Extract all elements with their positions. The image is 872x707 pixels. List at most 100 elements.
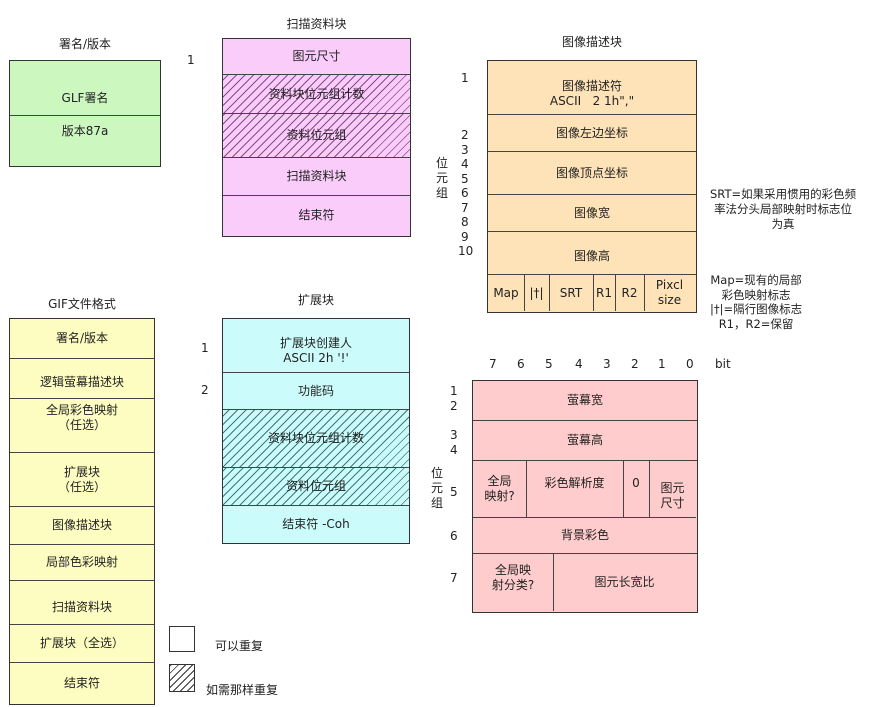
note-srt: SRT=如果采用惯用的彩色频 率法分头局部映射时标志位 为真 (710, 187, 857, 231)
screen-pixel-size: 图元 尺寸 (649, 461, 696, 518)
scan-row-pixel-size: 图元尺寸 (223, 39, 410, 75)
screen-byte-label: 位元组 (431, 466, 444, 510)
field-divider (526, 461, 527, 518)
signature-row: GLF署名 (10, 61, 160, 116)
screen-block: 萤幕宽 萤幕高 全局 映射? 彩色解析度 0 图元 尺寸 背景彩色 全局映 射分… (472, 380, 698, 613)
screen-global-map-sort: 全局映 射分类? (491, 562, 535, 592)
extension-byte-2: 2 (201, 383, 209, 397)
ext-row-creator: 扩展块创建人 ASCII 2h '!' (223, 319, 409, 373)
version-row: 版本87a (61, 123, 109, 138)
signature-block: GLF署名 版本87a (9, 60, 161, 167)
image-desc-row-left: 图像左边坐标 (488, 115, 696, 152)
screen-byte-4: 4 (450, 443, 458, 457)
field-map: Map (493, 285, 519, 300)
image-desc-byte-6: 6 (461, 186, 469, 200)
field-srt: SRT (559, 285, 583, 300)
signature-title: 署名/版本 (58, 37, 112, 51)
screen-byte-1: 1 (450, 384, 458, 398)
image-desc-byte-3: 3 (461, 143, 469, 157)
image-desc-byte-10: 10 (458, 244, 474, 258)
legend-repeat-as-needed-label: 如需那样重复 (206, 683, 279, 697)
scan-row-scan-block: 扫描资料块 (223, 158, 410, 196)
scan-row-terminator: 结束符 (298, 208, 335, 222)
image-desc-row-descriptor: 图像描述符 ASCII 2 1h"," (488, 61, 696, 115)
image-desc-title: 图像描述块 (561, 35, 622, 49)
gif-row-local-map: 局部色彩映射 (10, 545, 154, 581)
extension-byte-1: 1 (201, 341, 209, 355)
bit-5: 5 (545, 357, 553, 371)
field-r1: R1 (596, 285, 612, 300)
screen-byte-7: 7 (450, 571, 458, 585)
scan-title: 扫描资料块 (286, 17, 347, 31)
gif-row-extension-all: 扩展块（全选） (10, 625, 154, 663)
field-divider (649, 461, 650, 518)
scan-row-data-bytes: 资料位元组 (223, 114, 410, 158)
ext-row-data-bytes: 资料位元组 (223, 468, 409, 506)
image-desc-byte-9: 9 (461, 230, 469, 244)
ext-row-data-bytes-label: 资料位元组 (285, 479, 346, 493)
screen-aspect-ratio: 图元长宽比 (594, 575, 655, 589)
gif-row-global-map: 全局彩色映射 （任选） (10, 399, 154, 453)
bit-4: 4 (575, 357, 583, 371)
gif-format-block: 署名/版本 逻辑萤幕描述块 全局彩色映射 （任选） 扩展块 （任选） 图像描述块… (9, 318, 155, 705)
bit-0: 0 (686, 357, 694, 371)
field-divider (615, 275, 616, 311)
scan-block: 图元尺寸 资料块位元组计数 资料位元组 扫描资料块 结束符 (222, 38, 411, 237)
screen-byte-2: 2 (450, 399, 458, 413)
image-desc-byte-1: 1 (461, 71, 469, 85)
bit-label: bit (715, 357, 731, 371)
image-desc-row-width: 图像宽 (488, 195, 696, 232)
image-desc-byte-label: 位元组 (436, 156, 449, 200)
scan-row-byte-count-label: 资料块位元组计数 (268, 86, 365, 101)
bit-3: 3 (603, 357, 611, 371)
image-desc-byte-7: 7 (461, 201, 469, 215)
legend-repeat-label: 可以重复 (215, 639, 264, 653)
screen-row-height: 萤幕高 (473, 421, 697, 461)
screen-byte-5: 5 (450, 485, 458, 499)
legend-swatch-repeat (169, 626, 195, 652)
screen-global-map-flag: 全局 映射? (473, 461, 526, 518)
gif-row-image-desc: 图像描述块 (10, 507, 154, 545)
field-divider (553, 554, 554, 611)
extension-title: 扩展块 (297, 293, 334, 307)
screen-byte-3: 3 (450, 428, 458, 442)
scan-row-byte-count: 资料块位元组计数 (223, 75, 410, 114)
image-desc-row-top: 图像顶点坐标 (488, 152, 696, 195)
screen-row-width: 萤幕宽 (473, 381, 697, 421)
screen-byte-6: 6 (450, 529, 458, 543)
ext-row-byte-count-label: 资料块位元组计数 (267, 431, 364, 445)
screen-background-color: 背景彩色 (473, 518, 697, 554)
extension-block: 扩展块创建人 ASCII 2h '!' 功能码 资料块位元组计数 资料位元组 结… (222, 318, 410, 544)
legend-swatch-hatched (169, 664, 195, 692)
gif-row-extension: 扩展块 （任选） (10, 453, 154, 507)
ext-row-function-code: 功能码 (223, 373, 409, 410)
image-desc-byte-8: 8 (461, 215, 469, 229)
image-desc-byte-5: 5 (461, 172, 469, 186)
gif-row-scan: 扫描资料块 (10, 581, 154, 625)
bit-2: 2 (631, 357, 639, 371)
screen-color-resolution: 彩色解析度 (526, 461, 623, 518)
scan-row-data-bytes-label: 资料位元组 (286, 128, 347, 142)
gif-row-terminator: 结束符 (63, 675, 100, 690)
field-divider (644, 275, 645, 311)
ext-row-terminator: 结束符 -Coh (282, 516, 350, 531)
gif-format-title: GIF文件格式 (48, 297, 116, 311)
bit-6: 6 (517, 357, 525, 371)
bit-1: 1 (658, 357, 666, 371)
field-r2: R2 (621, 285, 638, 300)
gif-row-screen-desc: 逻辑萤幕描述块 (10, 359, 154, 399)
bit-7: 7 (489, 357, 497, 371)
image-desc-byte-2: 2 (461, 128, 469, 142)
image-desc-block: 图像描述符 ASCII 2 1h"," 图像左边坐标 图像顶点坐标 图像宽 图像… (487, 60, 697, 313)
note-map: Map=现有的局部 彩色映射标志 |†|=隔行图像标志 R1，R2=保留 (710, 273, 803, 331)
ext-row-byte-count: 资料块位元组计数 (223, 410, 409, 468)
field-divider (623, 461, 624, 518)
gif-row-signature: 署名/版本 (10, 319, 154, 359)
field-divider (549, 275, 550, 311)
image-desc-row-height: 图像高 (488, 232, 696, 275)
image-desc-byte-4: 4 (461, 157, 469, 171)
screen-zero-bit: 0 (623, 461, 649, 518)
field-divider (593, 275, 594, 311)
field-pixel-size: Pixcl size (655, 278, 684, 307)
field-divider (524, 275, 525, 311)
